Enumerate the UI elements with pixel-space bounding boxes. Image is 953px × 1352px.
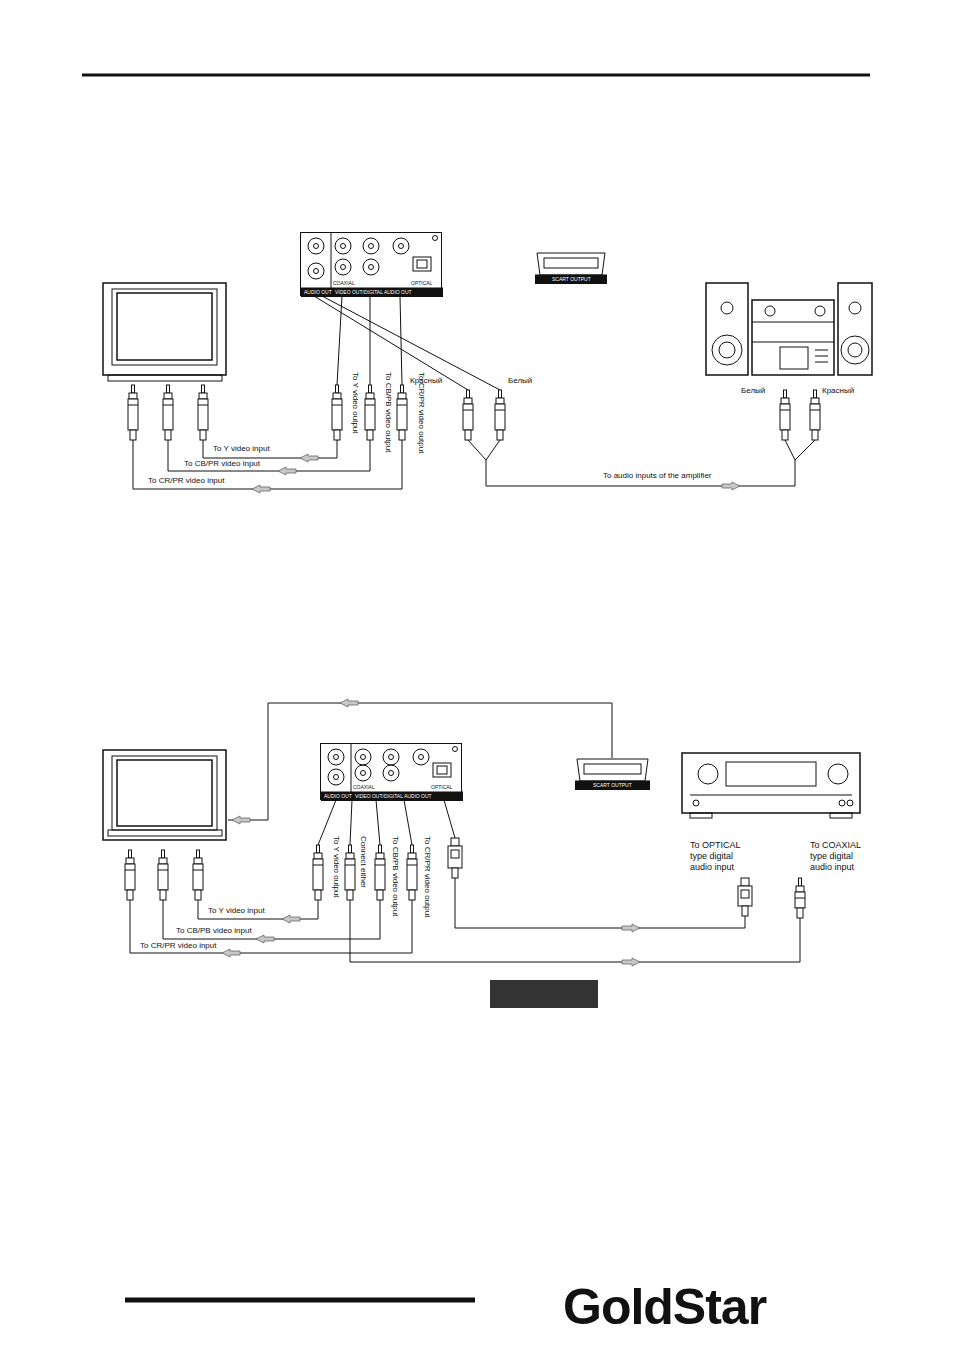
brand-logo: GoldStar: [563, 1282, 766, 1332]
rca-plug: [463, 390, 473, 440]
cable-label: To Y video output: [350, 372, 360, 434]
connector-outline: [321, 744, 463, 801]
flow-arrow: [622, 924, 640, 932]
cable-label: To CR/PR video output: [422, 836, 432, 917]
cable-label: Красный: [822, 386, 854, 396]
flow-arrow: [622, 958, 640, 966]
panel-label: VIDEO OUT/DIGITAL AUDIO OUT: [355, 794, 432, 799]
flow-arrow: [222, 949, 240, 957]
cable-label: To CR/PR video input: [140, 941, 216, 951]
flow-arrow: [282, 915, 300, 923]
rca-plug: [810, 390, 820, 440]
cable-label: To CB/PB video input: [176, 926, 252, 936]
cable-label: To OPTICAL type digital audio input: [690, 840, 754, 872]
rca-plug: [795, 878, 805, 918]
flow-arrow: [300, 454, 318, 462]
rca-plug: [397, 385, 407, 440]
cable-label: To Y video input: [208, 906, 265, 916]
flow-arrow: [232, 816, 250, 824]
cable-label: Connect either: [358, 836, 368, 888]
cable-label: To Y video input: [213, 444, 270, 454]
cable-label: Белый: [508, 376, 532, 386]
panel-label: COAXIAL: [353, 785, 375, 790]
rca-plug: [332, 385, 342, 440]
rca-plug: [163, 385, 173, 440]
cable-label: To CB/PB video output: [390, 836, 400, 917]
cable-label: To audio inputs of the amplifier: [603, 471, 712, 481]
rca-plug: [313, 845, 323, 900]
rca-plug: [407, 845, 417, 900]
panel-label: AUDIO OUT: [324, 794, 352, 799]
rca-plug: [128, 385, 138, 440]
rca-plug: [193, 850, 203, 900]
rca-plug: [375, 845, 385, 900]
connector-outline: [301, 233, 443, 297]
rca-plug: [198, 385, 208, 440]
optical-plug: [448, 838, 462, 878]
flow-arrow: [252, 485, 270, 493]
rca-plug: [780, 390, 790, 440]
flow-arrow: [256, 935, 274, 943]
flow-arrow: [340, 699, 358, 707]
cable-label: To CR/PR video input: [148, 476, 224, 486]
rca-plug: [365, 385, 375, 440]
cable-label: To CB/PB video output: [383, 372, 393, 453]
panel-label: COAXIAL: [333, 281, 355, 286]
optical-plug: [738, 878, 752, 916]
scart-connector: SCART OUTPUT: [575, 758, 650, 790]
panel-label: VIDEO OUT/DIGITAL AUDIO OUT: [335, 290, 412, 295]
panel-label: OPTICAL: [411, 281, 432, 286]
panel-label: SCART OUTPUT: [593, 783, 632, 788]
cable-label: To COAXIAL type digital audio input: [810, 840, 876, 872]
panel-label: OPTICAL: [431, 785, 452, 790]
scart-connector: SCART OUTPUT: [535, 252, 607, 284]
jack-panel: AUDIO OUTCOAXIAL VIDEO OUT/DIGITAL AUDIO …: [320, 743, 462, 800]
jack-panel: AUDIO OUTCOAXIAL VIDEO OUT/DIGITAL AUDIO …: [300, 232, 442, 296]
panel-label: SCART OUTPUT: [552, 277, 591, 282]
cable-label: Белый: [741, 386, 765, 396]
flow-arrow: [722, 482, 740, 490]
panel-label: AUDIO OUT: [304, 290, 332, 295]
rca-plug: [125, 850, 135, 900]
cable-label: To Y video output: [331, 836, 341, 898]
rca-plug: [345, 845, 355, 900]
cable-label: To CB/PR video input: [184, 459, 260, 469]
rca-plug: [495, 390, 505, 440]
cable-label: Красный: [410, 376, 442, 386]
rca-plug: [158, 850, 168, 900]
flow-arrow: [278, 467, 296, 475]
